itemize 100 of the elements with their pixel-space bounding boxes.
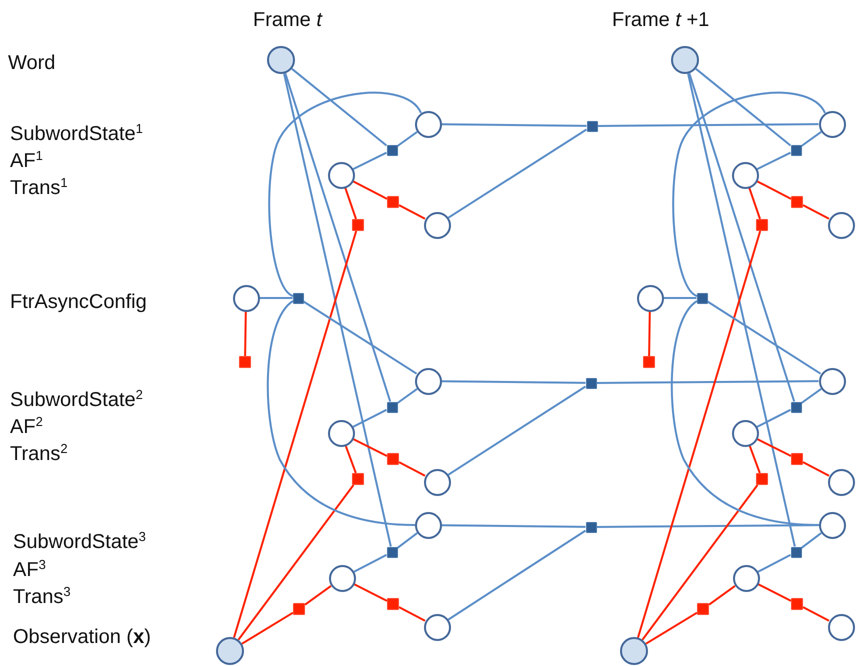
observed-variable-node <box>620 637 648 665</box>
edge-line <box>596 380 818 384</box>
variable-node <box>328 564 356 592</box>
edge-line <box>756 152 791 170</box>
edge-line <box>441 123 587 127</box>
variable-node <box>414 368 442 394</box>
factor-square <box>791 453 803 465</box>
row-label: SubwordState$^{3}$ <box>13 530 146 554</box>
variable-node <box>414 110 442 138</box>
edge-line <box>800 131 822 147</box>
variable-node <box>818 512 846 538</box>
edge-line <box>302 300 418 375</box>
column-heading: Frame t +1 <box>612 8 710 32</box>
factor-square <box>697 603 709 615</box>
edge-line <box>800 532 822 549</box>
observed-variable-node <box>216 637 244 665</box>
edge-line <box>802 461 830 477</box>
factor-square <box>293 603 305 615</box>
edge-line <box>756 408 791 428</box>
factor-square <box>586 378 596 388</box>
factor-square <box>756 219 768 231</box>
edge-line <box>688 73 796 402</box>
variable-node <box>828 212 854 238</box>
edge-line <box>238 484 354 640</box>
edge-line <box>233 230 358 638</box>
factor-square <box>586 522 596 532</box>
variable-node <box>424 212 450 238</box>
factor-square <box>387 453 399 465</box>
variable-node <box>424 468 450 496</box>
edge-line <box>396 388 418 404</box>
variable-node <box>414 512 442 538</box>
factor-square <box>586 120 598 132</box>
factor-square <box>791 196 803 208</box>
row-label: Trans$^{3}$ <box>13 585 71 609</box>
factor-square <box>387 598 399 610</box>
variable-node <box>818 110 846 138</box>
edge-line <box>244 311 247 356</box>
row-label: Trans$^{2}$ <box>10 442 68 466</box>
factor-square <box>352 473 364 485</box>
observed-variable-node <box>267 46 295 74</box>
row-label: SubwordState$^{1}$ <box>10 122 143 146</box>
edge-line <box>291 68 388 146</box>
edge-line <box>354 554 387 573</box>
factor-square <box>352 219 364 231</box>
edge-line <box>268 92 422 297</box>
edge-line <box>352 408 387 428</box>
edge-line <box>448 386 586 476</box>
row-label: FtrAsyncConfig <box>10 290 147 314</box>
edge-line <box>354 583 388 602</box>
edge-line <box>283 73 392 547</box>
row-label: AF$^{3}$ <box>13 558 46 582</box>
factor-square <box>386 402 398 412</box>
factor-square <box>386 546 398 558</box>
edge-line <box>695 68 792 146</box>
row-label: Observation (x) <box>13 625 151 649</box>
edge-line <box>441 380 586 384</box>
edge-line <box>637 230 762 638</box>
edge-line <box>352 152 387 170</box>
edge-line <box>645 612 698 645</box>
edge-line <box>260 297 292 299</box>
edge-line <box>748 445 761 474</box>
edge-line <box>344 187 357 220</box>
variable-node <box>732 420 758 446</box>
edge-line <box>398 606 426 622</box>
edge-line <box>396 131 418 147</box>
edge-line <box>398 204 426 220</box>
edge-line <box>352 438 388 457</box>
edge-line <box>802 606 830 622</box>
edge-line <box>398 461 426 477</box>
variable-node <box>636 284 664 312</box>
edge-line <box>344 445 357 474</box>
factor-square <box>643 356 655 368</box>
variable-node <box>828 468 854 496</box>
edge-line <box>448 128 588 219</box>
edge-line <box>266 300 416 526</box>
edge-line <box>670 300 820 526</box>
edge-line <box>756 180 792 200</box>
observed-variable-node <box>671 46 699 74</box>
row-label: AF$^{1}$ <box>10 149 43 173</box>
edge-line <box>352 180 388 200</box>
edge-line <box>800 388 822 404</box>
factor-square <box>696 292 708 304</box>
variable-node <box>732 162 758 188</box>
variable-node <box>732 564 760 592</box>
edge-line <box>664 297 696 299</box>
variable-node <box>828 614 854 640</box>
row-label: AF$^{2}$ <box>10 415 43 439</box>
column-heading: Frame t <box>253 8 322 32</box>
variable-node <box>424 614 450 640</box>
edge-line <box>748 187 761 220</box>
edge-line <box>672 92 826 297</box>
edge-line <box>304 585 332 606</box>
edge-line <box>642 484 758 640</box>
edge-line <box>687 73 796 547</box>
factor-square <box>292 292 304 304</box>
edge-line <box>648 311 651 356</box>
factor-square <box>386 144 398 156</box>
factor-square <box>790 144 802 156</box>
factor-square <box>387 196 399 208</box>
row-label: SubwordState$^{2}$ <box>10 388 143 412</box>
